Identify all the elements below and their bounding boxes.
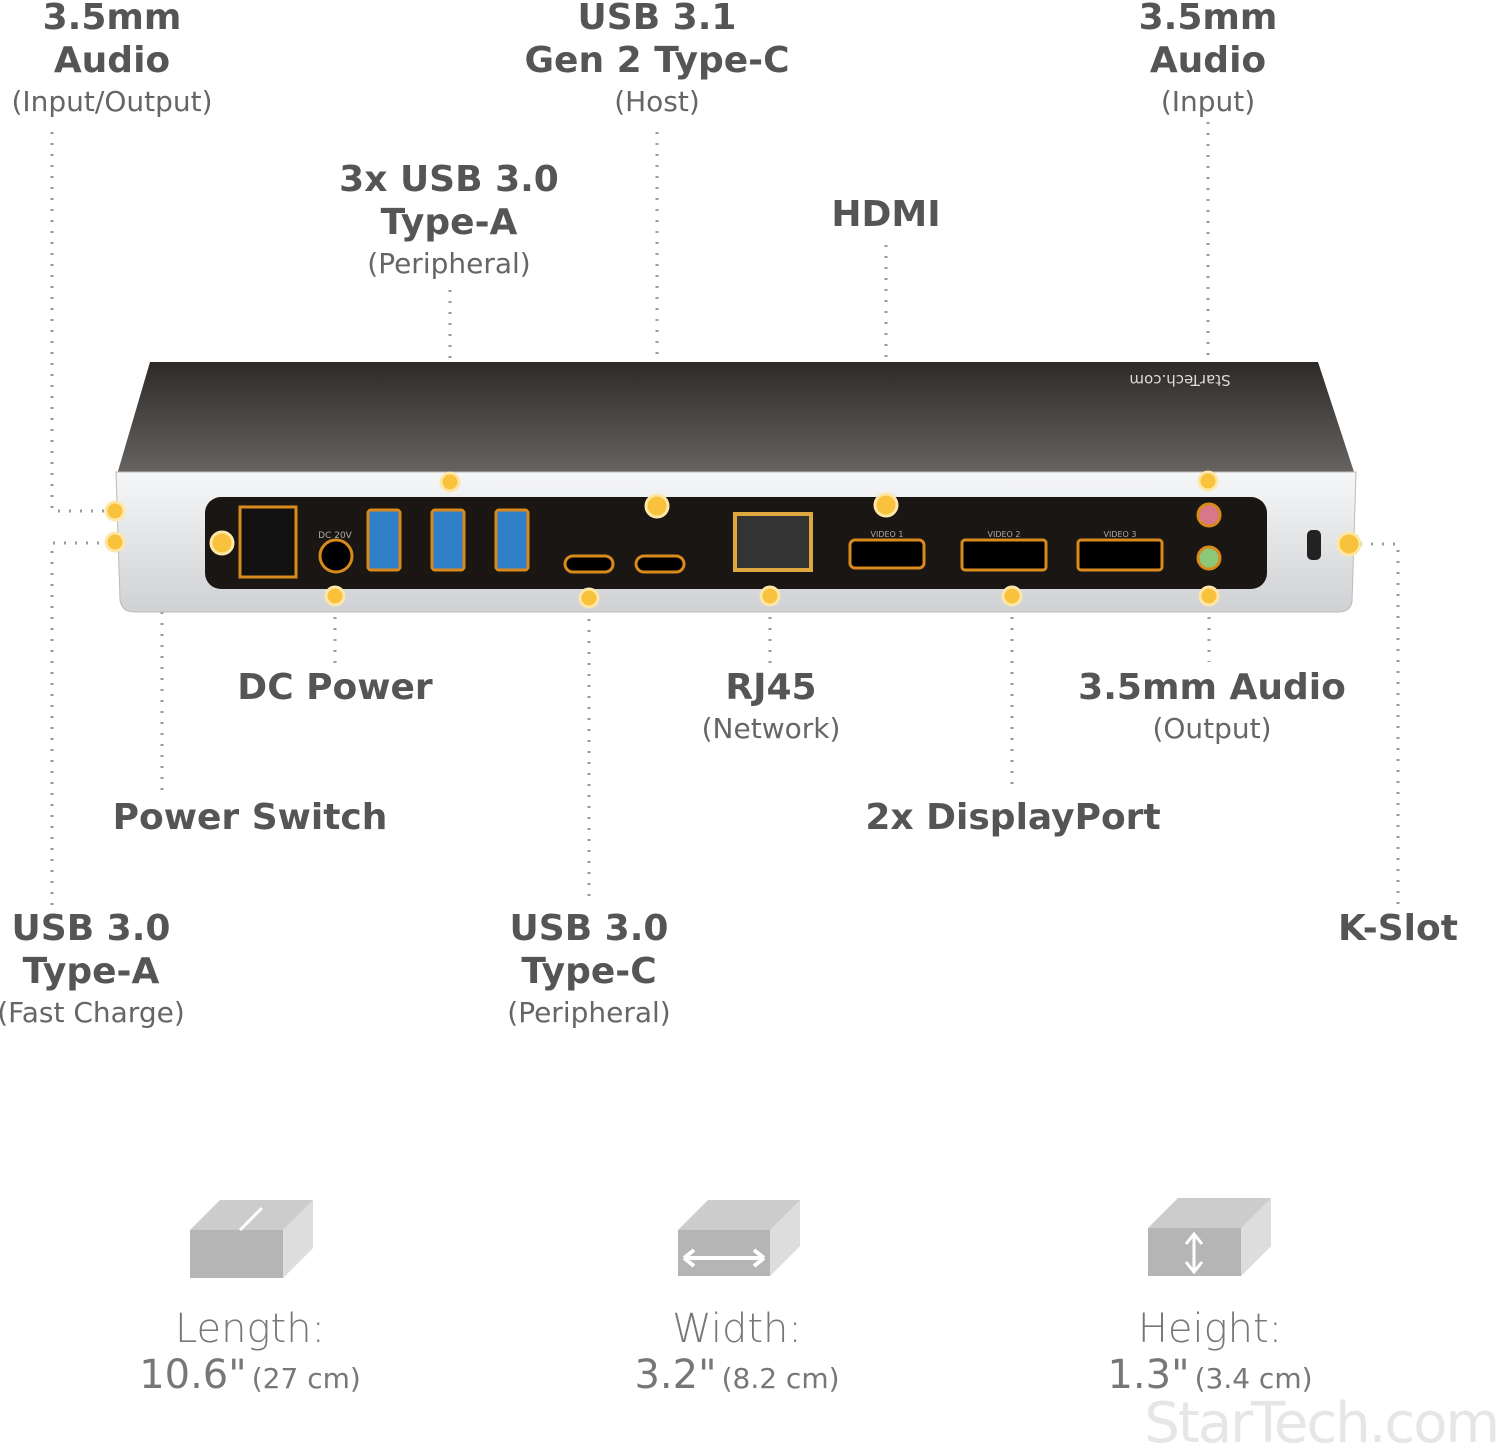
usb-a-port xyxy=(430,508,466,572)
power-switch xyxy=(238,505,298,579)
k-slot xyxy=(1307,530,1321,560)
box-height-icon xyxy=(1148,1198,1271,1276)
device-logo: StarTech.com xyxy=(1129,371,1230,389)
mic-jack xyxy=(1196,502,1222,528)
label-rj45: RJ45(Network) xyxy=(701,667,841,745)
usb-a-port xyxy=(494,508,530,572)
usb-c-host-port xyxy=(634,554,686,574)
label-displayport: 2x DisplayPort xyxy=(865,797,1161,838)
label-dc-power: DC Power xyxy=(237,667,433,708)
usb-c-port xyxy=(563,554,615,574)
svg-text:VIDEO 2: VIDEO 2 xyxy=(988,530,1021,539)
usb-a-port xyxy=(366,508,402,572)
dimension-length: Length:10.6" (27 cm) xyxy=(139,1306,361,1398)
dock-body: StarTech.com DC 20V VIDEO 1 VIDEO 2 VIDE… xyxy=(115,362,1357,613)
watermark-logo: StarTech.com xyxy=(1144,1391,1500,1456)
displayport-port xyxy=(960,538,1048,572)
dc-power-port xyxy=(318,538,354,574)
svg-text:VIDEO 3: VIDEO 3 xyxy=(1104,530,1137,539)
dimension-height: Height:1.3" (3.4 cm) xyxy=(1107,1306,1313,1398)
label-k-slot: K-Slot xyxy=(1338,908,1458,949)
label-audio-output: 3.5mm Audio(Output) xyxy=(1078,667,1346,745)
dimension-width: Width:3.2" (8.2 cm) xyxy=(634,1306,840,1398)
svg-text:VIDEO 1: VIDEO 1 xyxy=(871,530,904,539)
box-width-icon xyxy=(678,1200,800,1276)
svg-text:DC 20V: DC 20V xyxy=(318,531,353,541)
callout-dots xyxy=(104,470,1362,609)
hdmi-port xyxy=(848,538,926,570)
label-power-switch: Power Switch xyxy=(112,797,388,838)
headphone-jack xyxy=(1196,545,1222,571)
displayport-port xyxy=(1076,538,1164,572)
label-hdmi: HDMI xyxy=(831,194,941,235)
rj45-port xyxy=(733,512,813,572)
box-length-icon xyxy=(190,1200,313,1278)
